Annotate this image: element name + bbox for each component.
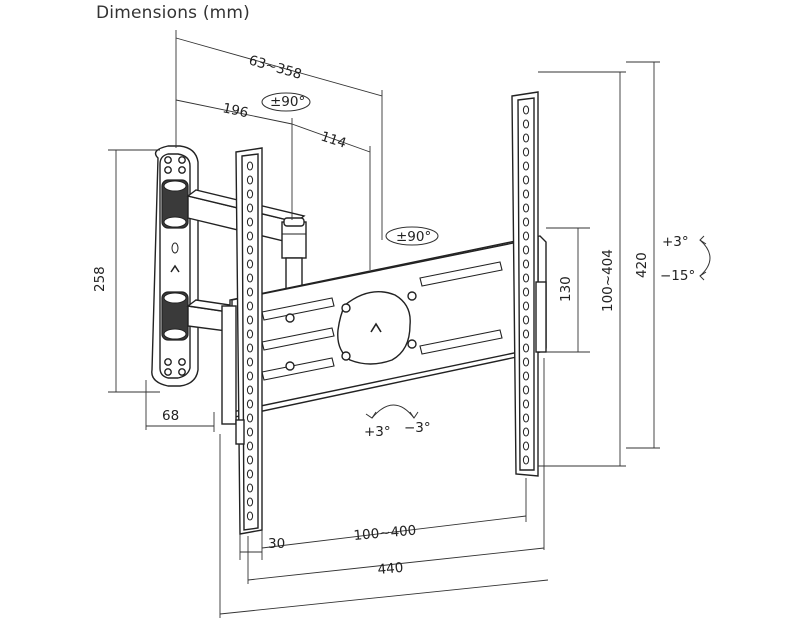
rail-hole — [246, 511, 254, 521]
rail-hole — [522, 161, 530, 171]
label-arm-extension: 63~358 — [247, 52, 304, 82]
rail-hole — [522, 147, 530, 157]
rail-hole — [522, 133, 530, 143]
wall-plate — [151, 145, 199, 387]
rail-hole — [522, 385, 530, 395]
rail-hole — [522, 231, 530, 241]
rail-hole — [246, 217, 254, 227]
right-rail — [511, 91, 547, 477]
rail-hole — [246, 427, 254, 437]
rail-hole — [246, 287, 254, 297]
rail-hole — [246, 175, 254, 185]
diagram-title: Dimensions (mm) — [96, 3, 251, 23]
label-420: 420 — [634, 252, 650, 278]
rail-hole — [246, 357, 254, 367]
rail-hole — [246, 189, 254, 199]
rail-hole — [522, 273, 530, 283]
rail-hole — [522, 175, 530, 185]
rail-hole — [246, 161, 254, 171]
rail-hole — [522, 203, 530, 213]
rail-hole — [246, 413, 254, 423]
rail-hole — [522, 441, 530, 451]
rail-hole — [246, 259, 254, 269]
dimension-labels: 63~358 196 114 258 68 130 100~404 420 10… — [92, 52, 650, 578]
label-114: 114 — [319, 129, 348, 152]
label-tilt-up: +3° — [662, 234, 689, 250]
label-130: 130 — [558, 276, 574, 302]
rail-hole — [246, 343, 254, 353]
rail-hole — [522, 119, 530, 129]
rail-hole — [522, 245, 530, 255]
rotation-labels: ±90° ±90° +3° −3° +3° −15° — [270, 94, 695, 440]
label-440: 440 — [377, 560, 404, 578]
tv-bracket — [229, 235, 547, 419]
rail-hole — [246, 483, 254, 493]
label-plate-width: 68 — [162, 408, 179, 424]
rail-hole — [522, 301, 530, 311]
rail-hole — [246, 329, 254, 339]
rail-hole — [246, 245, 254, 255]
rail-hole — [522, 315, 530, 325]
rail-hole — [522, 189, 530, 199]
rail-hole — [522, 287, 530, 297]
rail-hole — [522, 413, 530, 423]
label-vesa-horizontal: 100~400 — [353, 523, 417, 544]
rail-hole — [522, 455, 530, 465]
rail-hole — [246, 315, 254, 325]
rail-hole — [522, 371, 530, 381]
label-196: 196 — [221, 100, 250, 121]
label-rotate-minus: −3° — [404, 420, 431, 436]
rail-hole — [522, 329, 530, 339]
label-tilt-down: −15° — [660, 268, 695, 284]
rail-hole — [246, 371, 254, 381]
label-swivel-top: ±90° — [270, 94, 305, 110]
rotation-arrows — [261, 92, 711, 419]
rail-hole — [246, 399, 254, 409]
rail-hole — [246, 301, 254, 311]
label-plate-height: 258 — [92, 266, 108, 292]
rail-hole — [246, 469, 254, 479]
rail-hole — [246, 455, 254, 465]
rail-hole — [522, 357, 530, 367]
label-swivel-mid: ±90° — [396, 229, 431, 245]
label-30: 30 — [268, 536, 285, 552]
rail-hole — [522, 259, 530, 269]
rail-hole — [246, 441, 254, 451]
rail-hole — [246, 231, 254, 241]
rail-hole — [522, 427, 530, 437]
rail-hole — [522, 105, 530, 115]
rail-hole — [246, 385, 254, 395]
label-rotate-plus: +3° — [364, 424, 391, 440]
rail-hole — [246, 497, 254, 507]
rail-hole — [522, 343, 530, 353]
dimension-lines — [108, 30, 660, 618]
rail-hole — [246, 203, 254, 213]
rail-hole — [246, 273, 254, 283]
rail-hole — [522, 399, 530, 409]
rail-hole — [522, 217, 530, 227]
label-vesa-vertical: 100~404 — [600, 249, 616, 312]
